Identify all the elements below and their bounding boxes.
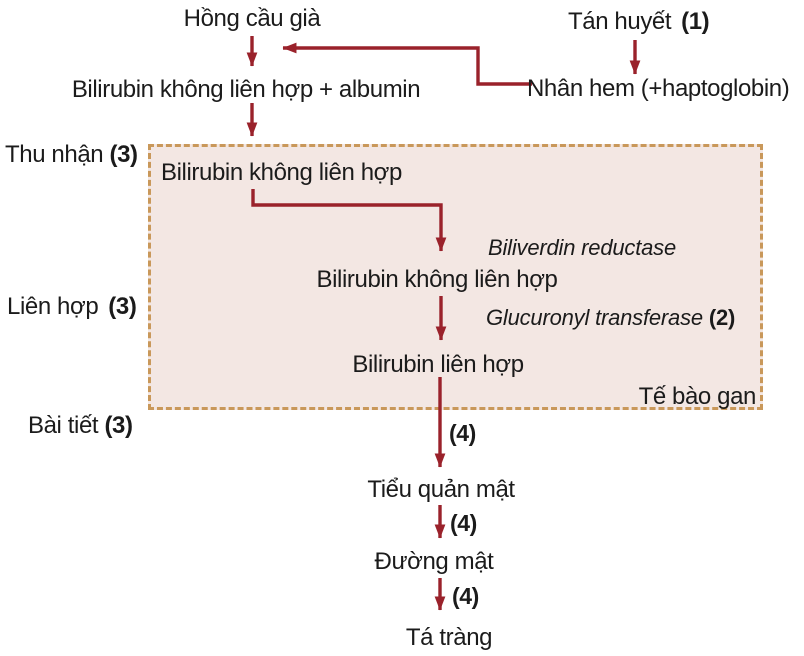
node-conj: Bilirubin liên hợp [352, 351, 524, 379]
step-number-4c-text: (4) [452, 583, 479, 609]
stage-excretion-label: Bài tiết [28, 412, 99, 439]
enzyme-glucuronyl-transferase-label: Glucuronyl transferase [486, 305, 703, 330]
stage-conjugation: Liên hợp (3) [7, 293, 137, 321]
stage-excretion: Bài tiết (3) [28, 412, 133, 440]
step-number-2: (2) [708, 305, 736, 330]
stage-conjugation-number: (3) [108, 293, 137, 320]
liver-cell-box [148, 144, 763, 410]
node-heme: Nhân hem (+haptoglobin) [527, 75, 790, 103]
node-bile-canaliculi-label: Tiểu quản mật [367, 476, 515, 503]
step-number-4b-text: (4) [450, 510, 477, 536]
node-old-rbc-label: Hồng cầu già [183, 5, 321, 32]
node-bile-canaliculi: Tiểu quản mật [367, 476, 515, 504]
node-unconj-1-label: Bilirubin không liên hợp [161, 159, 402, 186]
stage-excretion-number: (3) [104, 412, 133, 439]
node-hemolysis: Tán huyết (1) [568, 8, 710, 36]
node-conj-label: Bilirubin liên hợp [352, 351, 524, 378]
node-unconj-albumin-label: Bilirubin không liên hợp + albumin [71, 76, 421, 103]
stage-conjugation-label: Liên hợp [7, 293, 99, 320]
node-unconj-1: Bilirubin không liên hợp [161, 159, 402, 187]
step-number-4b: (4) [450, 510, 477, 536]
node-hemolysis-label: Tán huyết [568, 8, 672, 35]
node-old-rbc: Hồng cầu già [184, 5, 321, 33]
stage-uptake-number: (3) [109, 141, 139, 168]
step-number-4a: (4) [449, 420, 476, 446]
enzyme-biliverdin-reductase: Biliverdin reductase [488, 235, 676, 260]
node-unconj-2: Bilirubin không liên hợp [317, 266, 558, 294]
step-number-1: (1) [681, 8, 710, 35]
liver-cell-label: Tế bào gan [638, 383, 757, 411]
node-unconj-2-label: Bilirubin không liên hợp [316, 266, 558, 293]
stage-uptake: Thu nhận (3) [5, 141, 138, 169]
enzyme-glucuronyl-transferase: Glucuronyl transferase (2) [486, 305, 735, 330]
step-number-4a-text: (4) [449, 420, 476, 446]
node-bile-duct: Đường mật [375, 548, 494, 576]
stage-uptake-label: Thu nhận [5, 141, 104, 168]
node-unconj-albumin: Bilirubin không liên hợp + albumin [71, 76, 421, 104]
step-number-4c: (4) [452, 583, 479, 609]
node-duodenum: Tá tràng [405, 624, 493, 652]
node-heme-label: Nhân hem (+haptoglobin) [527, 75, 790, 102]
node-duodenum-label: Tá tràng [405, 624, 493, 651]
enzyme-biliverdin-reductase-label: Biliverdin reductase [488, 235, 676, 260]
liver-cell-label-text: Tế bào gan [638, 383, 757, 410]
node-bile-duct-label: Đường mật [374, 548, 494, 575]
